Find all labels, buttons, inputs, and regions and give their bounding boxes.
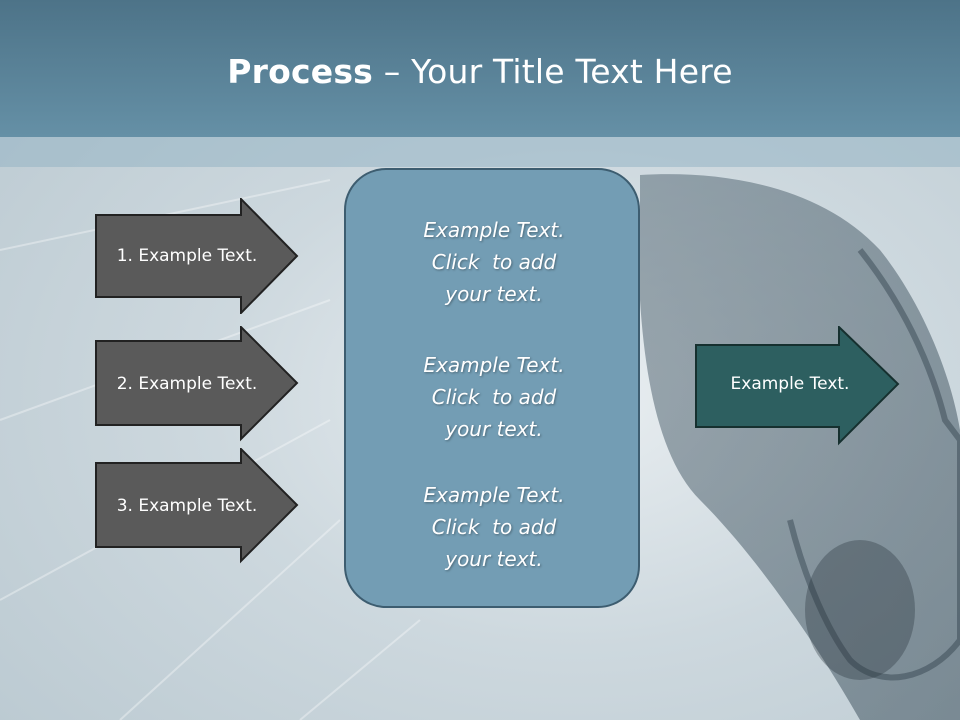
text-block-1[interactable]: Example Text. Click to add your text. (346, 214, 642, 310)
block-line: your text. (445, 282, 543, 306)
step-label: 1. Example Text. (116, 246, 258, 266)
text-block-2[interactable]: Example Text. Click to add your text. (346, 349, 642, 445)
step-label: 3. Example Text. (116, 496, 258, 516)
text-block-3[interactable]: Example Text. Click to add your text. (346, 479, 642, 575)
slide-title[interactable]: Process – Your Title Text Here (0, 52, 960, 91)
output-label: Example Text. (730, 374, 850, 394)
block-line: your text. (445, 417, 543, 441)
block-line: Example Text. (423, 218, 565, 242)
block-line: Click to add (431, 250, 557, 274)
title-bar (0, 0, 960, 137)
title-bold: Process (227, 52, 374, 91)
block-line: your text. (445, 547, 543, 571)
center-text-box[interactable]: Example Text. Click to add your text. Ex… (344, 168, 640, 608)
step-arrow-3[interactable]: 3. Example Text. (95, 448, 299, 564)
block-line: Click to add (431, 385, 557, 409)
step-arrow-1[interactable]: 1. Example Text. (95, 198, 299, 314)
block-line: Example Text. (423, 353, 565, 377)
block-line: Example Text. (423, 483, 565, 507)
title-rest: – Your Title Text Here (373, 52, 733, 91)
step-label: 2. Example Text. (116, 374, 258, 394)
step-arrow-2[interactable]: 2. Example Text. (95, 326, 299, 442)
block-line: Click to add (431, 515, 557, 539)
output-arrow[interactable]: Example Text. (695, 326, 901, 446)
title-band (0, 137, 960, 167)
